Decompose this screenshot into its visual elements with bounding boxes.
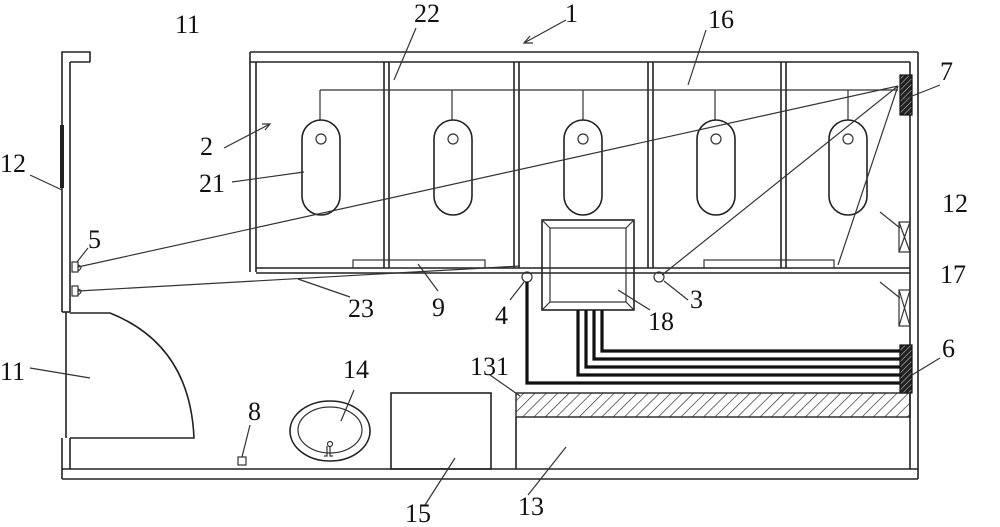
left-wall-window bbox=[60, 51, 91, 313]
label-13: 13 bbox=[518, 492, 544, 521]
toilet-2 bbox=[433, 119, 473, 216]
basin-14 bbox=[289, 400, 371, 462]
item-8 bbox=[237, 456, 247, 466]
label-15: 15 bbox=[405, 499, 431, 527]
label-16: 16 bbox=[708, 5, 734, 34]
window-12-left bbox=[60, 125, 64, 188]
toilet-3 bbox=[563, 119, 603, 216]
toilet-4 bbox=[696, 119, 736, 216]
label-3: 3 bbox=[690, 285, 703, 314]
controller-18 bbox=[541, 219, 635, 311]
label-8: 8 bbox=[248, 397, 261, 426]
label-131: 131 bbox=[470, 352, 509, 381]
label-2: 2 bbox=[200, 132, 213, 161]
label-11-top: 11 bbox=[175, 10, 200, 39]
label-7: 7 bbox=[940, 57, 953, 86]
sign-9-left bbox=[352, 259, 486, 269]
label-1: 1 bbox=[565, 0, 578, 28]
cabinet-15 bbox=[390, 392, 492, 470]
label-6: 6 bbox=[942, 334, 955, 363]
toilet-units bbox=[301, 119, 868, 216]
label-12-right: 12 bbox=[942, 189, 968, 218]
label-22: 22 bbox=[414, 0, 440, 28]
device-12-right bbox=[898, 221, 911, 253]
door bbox=[65, 312, 195, 439]
sensor-beams bbox=[77, 85, 899, 292]
sign-9-right bbox=[703, 259, 835, 269]
cables bbox=[525, 282, 900, 385]
water-pipe-16 bbox=[319, 89, 898, 120]
toilet-1 bbox=[301, 119, 341, 216]
leader-lines bbox=[29, 19, 941, 506]
reference-labels: 11 1 22 16 7 2 21 12 5 23 9 4 3 18 12 17… bbox=[0, 0, 968, 527]
counter-131 bbox=[515, 392, 911, 418]
label-18: 18 bbox=[648, 307, 674, 336]
label-21: 21 bbox=[199, 169, 225, 198]
label-4: 4 bbox=[495, 301, 508, 330]
emitter-7 bbox=[899, 74, 913, 116]
label-11-bottom: 11 bbox=[0, 357, 25, 386]
toilet-5 bbox=[828, 119, 868, 216]
compartment-block bbox=[249, 51, 918, 274]
device-17 bbox=[898, 289, 911, 327]
label-5: 5 bbox=[88, 225, 101, 254]
panel-6 bbox=[899, 344, 913, 394]
label-17: 17 bbox=[940, 260, 966, 289]
label-23: 23 bbox=[348, 294, 374, 323]
sensor-3 bbox=[653, 271, 665, 283]
label-12-left: 12 bbox=[0, 149, 26, 178]
sensor-5 bbox=[71, 261, 82, 297]
label-14: 14 bbox=[343, 355, 369, 384]
label-9: 9 bbox=[432, 293, 445, 322]
